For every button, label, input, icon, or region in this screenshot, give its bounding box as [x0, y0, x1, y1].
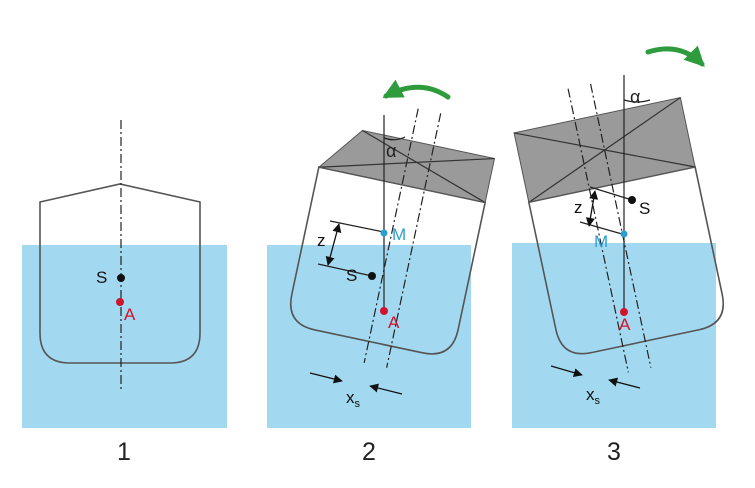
point-m — [620, 230, 628, 238]
load-diagonal — [362, 129, 486, 204]
deck-line — [318, 166, 486, 204]
z-bracket-top — [589, 186, 633, 201]
load-diagonal — [528, 97, 681, 203]
hull-outline — [39, 183, 201, 364]
point-m — [380, 229, 388, 237]
angle-arc — [623, 99, 651, 103]
point-s — [628, 196, 636, 204]
xs-arrow-right — [608, 377, 641, 389]
counterclockwise-arrow — [382, 79, 451, 100]
point-a — [380, 307, 388, 315]
centerline — [589, 83, 652, 368]
water-block — [267, 245, 471, 428]
xs-arrow-right — [369, 383, 403, 395]
point-s — [117, 274, 125, 282]
centerline-shifted — [386, 113, 442, 368]
label-xs: xs — [346, 388, 361, 410]
point-a — [116, 298, 124, 306]
xs-arrow-left — [550, 365, 583, 378]
panel-3: α z S M A xs 3 — [512, 45, 724, 466]
water-block — [22, 245, 227, 428]
panel-number: 3 — [607, 438, 621, 466]
z-bracket-bottom — [317, 263, 373, 277]
label-s: S — [639, 199, 650, 218]
label-s: S — [96, 268, 107, 287]
label-s: S — [346, 266, 357, 285]
xs-arrow-left — [309, 372, 343, 384]
point-a — [620, 308, 628, 316]
z-arrow — [325, 223, 342, 266]
centerline-shifted — [567, 88, 629, 373]
label-m: M — [392, 225, 406, 244]
label-z: z — [574, 198, 583, 217]
angle-arc — [383, 136, 406, 141]
label-a: A — [619, 315, 631, 334]
label-m: M — [594, 232, 608, 251]
panel-number: 2 — [362, 438, 376, 466]
panel-1: S A 1 — [22, 120, 227, 466]
centerline — [363, 108, 419, 364]
label-z: z — [317, 231, 326, 250]
z-arrow — [585, 190, 599, 227]
z-bracket-top — [329, 220, 385, 233]
label-a: A — [124, 305, 136, 324]
label-alpha: α — [630, 87, 640, 107]
label-alpha: α — [386, 141, 396, 161]
panel-number: 1 — [117, 438, 131, 466]
water-block — [512, 243, 716, 428]
label-xs: xs — [586, 385, 601, 407]
label-a: A — [388, 313, 400, 332]
clockwise-arrow — [645, 45, 705, 67]
panel-2: α z M S A xs 2 — [267, 79, 496, 466]
point-s — [368, 272, 376, 280]
